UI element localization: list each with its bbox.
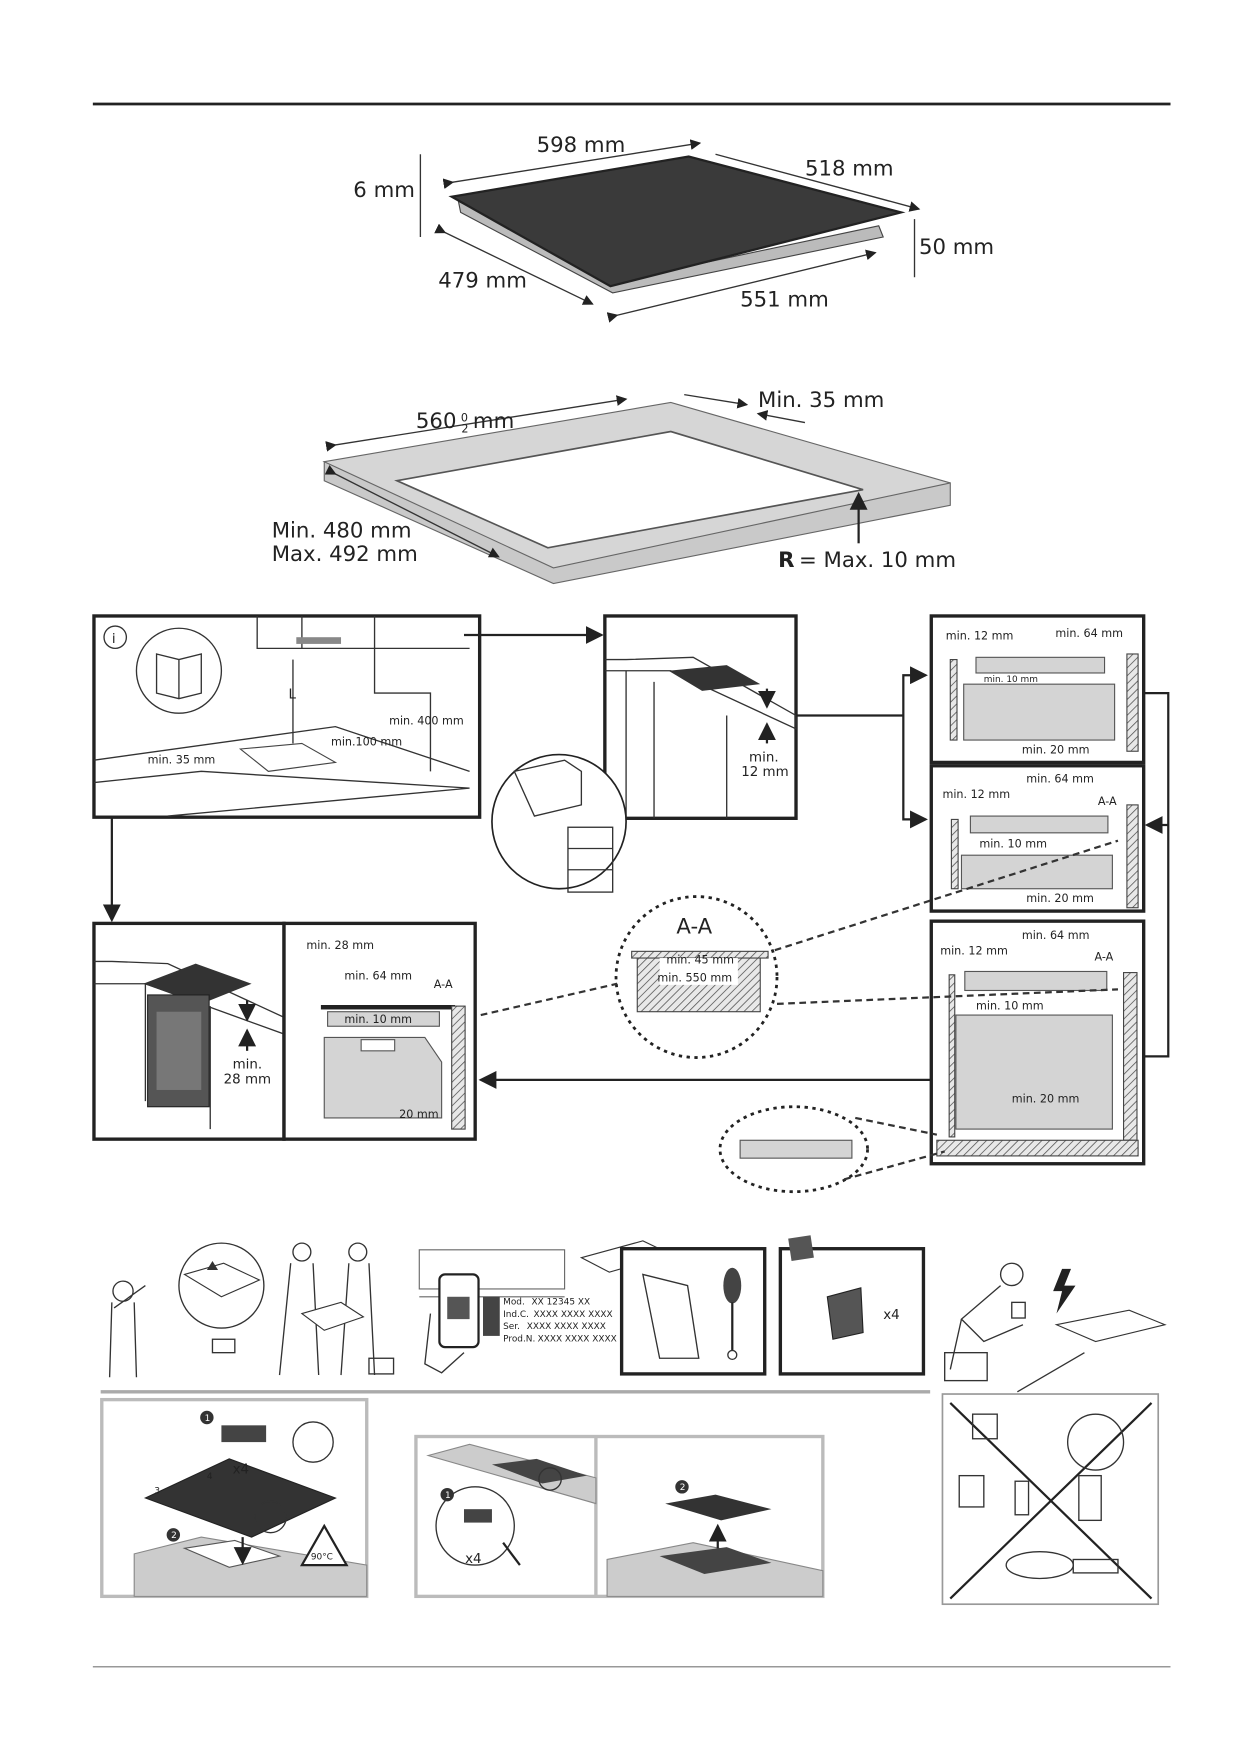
s3-min-12: min. 12 mm — [940, 945, 1008, 958]
remove-step1: 1 — [445, 1491, 451, 1501]
oven-min-64: min. 64 mm — [344, 969, 412, 982]
manual-icon — [135, 627, 223, 714]
s3-min-10: min. 10 mm — [976, 999, 1044, 1012]
oven-min-28: min. 28 mm — [306, 939, 374, 952]
step-remove-hob-panel: 1 x4 2 — [414, 1434, 825, 1599]
cutout-depth-min: Min. 480 mm — [272, 519, 412, 544]
s1-min-20: min. 20 mm — [1022, 743, 1090, 756]
s3-min-64: min. 64 mm — [1022, 929, 1090, 942]
dim-height: 50 mm — [919, 235, 994, 260]
hob-dimension-diagram: 598 mm 518 mm 6 mm 50 mm 479 mm 551 mm — [353, 133, 994, 323]
s1-min-12: min. 12 mm — [946, 629, 1014, 642]
read-manual-illustration — [108, 1242, 265, 1378]
label-12mm: 12 mm — [741, 765, 788, 780]
two-person-lift-illustration — [278, 1242, 395, 1376]
electrician-illustration — [944, 1262, 1167, 1382]
s3-min-20: min. 20 mm — [1012, 1092, 1080, 1105]
cutout-depth-max: Max. 492 mm — [272, 542, 418, 567]
fit-count: x4 — [233, 1462, 249, 1477]
remove-step2: 2 — [680, 1483, 686, 1493]
oven-gap-20: 20 mm — [399, 1108, 438, 1121]
detail-min-45: min. 45 mm — [666, 954, 734, 967]
no-adapters-extension-panel — [941, 1393, 1160, 1606]
label-row-indc: Ind.C.XXXX XXXX XXXX — [503, 1310, 613, 1320]
label-min-100: min.100 mm — [331, 736, 402, 749]
dim-width-top: 598 mm — [537, 133, 626, 158]
fit-step2: 2 — [171, 1531, 177, 1541]
fit-corner4: 4 — [207, 1472, 213, 1482]
tools-illustration — [579, 1240, 767, 1376]
dim-depth-top: 518 mm — [805, 157, 894, 182]
oven-min-value: 28 mm — [224, 1072, 271, 1087]
s2-min-20: min. 20 mm — [1026, 892, 1094, 905]
dim-thickness: 6 mm — [353, 178, 415, 203]
label-min-35: min. 35 mm — [148, 754, 216, 767]
label-row-prodn: Prod.N.XXXX XXXX XXXX — [503, 1334, 617, 1344]
oven-clearance-panel: min. 28 mm min. 28 mm min. 64 mm A-A min… — [92, 921, 477, 1141]
step-fit-hob-panel: 1 2 x4 3 4 90°C — [100, 1397, 369, 1599]
fit-temp: 90°C — [311, 1552, 333, 1562]
label-row-ser: Ser.XXXX XXXX XXXX — [503, 1322, 606, 1332]
section-panel-2: min. 64 mm min. 12 mm A-A min. 10 mm min… — [929, 764, 1146, 913]
dim-depth-bottom: 479 mm — [438, 268, 527, 293]
oven-min-10: min. 10 mm — [344, 1013, 412, 1026]
s2-min-10: min. 10 mm — [979, 837, 1047, 850]
s2-section: A-A — [1098, 795, 1117, 808]
section-panel-3: min. 64 mm min. 12 mm A-A min. 10 mm min… — [929, 919, 1146, 1166]
drawer-options-circle — [491, 753, 627, 893]
oven-section: A-A — [434, 978, 453, 991]
kitchen-clearance-panel: i L min. 400 mm min.100 mm min. 35 mm — [92, 614, 482, 819]
clips-count: x4 — [883, 1308, 899, 1323]
clips-box: x4 — [778, 1235, 926, 1376]
s1-min-64: min. 64 mm — [1055, 627, 1123, 640]
drawer-clearance-panel: min. 12 mm — [603, 614, 798, 820]
fit-step1: 1 — [205, 1414, 211, 1424]
section-panel-1: min. 12 mm min. 64 mm min. 10 mm min. 20… — [929, 614, 1146, 765]
cutout-min-edge: Min. 35 mm — [758, 388, 884, 413]
oven-min-label: min. — [233, 1058, 263, 1073]
s2-min-12: min. 12 mm — [942, 788, 1010, 801]
detail-circle-aa: A-A min. 45 mm min. 550 mm — [614, 895, 779, 1059]
s3-section: A-A — [1094, 950, 1113, 963]
fit-corner3: 3 — [154, 1487, 160, 1497]
rating-label-scan-illustration: Mod.XX 12345 XX Ind.C.XXXX XXXX XXXX Ser… — [418, 1249, 617, 1374]
label-min: min. — [749, 750, 779, 765]
dim-width-bottom: 551 mm — [740, 287, 829, 312]
info-icon: i — [112, 632, 116, 647]
hood-distance: L — [288, 688, 296, 703]
s1-min-10: min. 10 mm — [984, 675, 1038, 685]
s2-min-64: min. 64 mm — [1026, 773, 1094, 786]
detail-title: A-A — [676, 914, 712, 939]
foot-detail-ellipse — [718, 1105, 869, 1194]
remove-count: x4 — [465, 1552, 481, 1567]
cutout-radius: R= Max. 10 mm — [778, 548, 956, 573]
label-row-mod: Mod.XX 12345 XX — [503, 1298, 590, 1308]
label-min-400: min. 400 mm — [389, 714, 464, 727]
detail-min-550: min. 550 mm — [657, 972, 732, 985]
